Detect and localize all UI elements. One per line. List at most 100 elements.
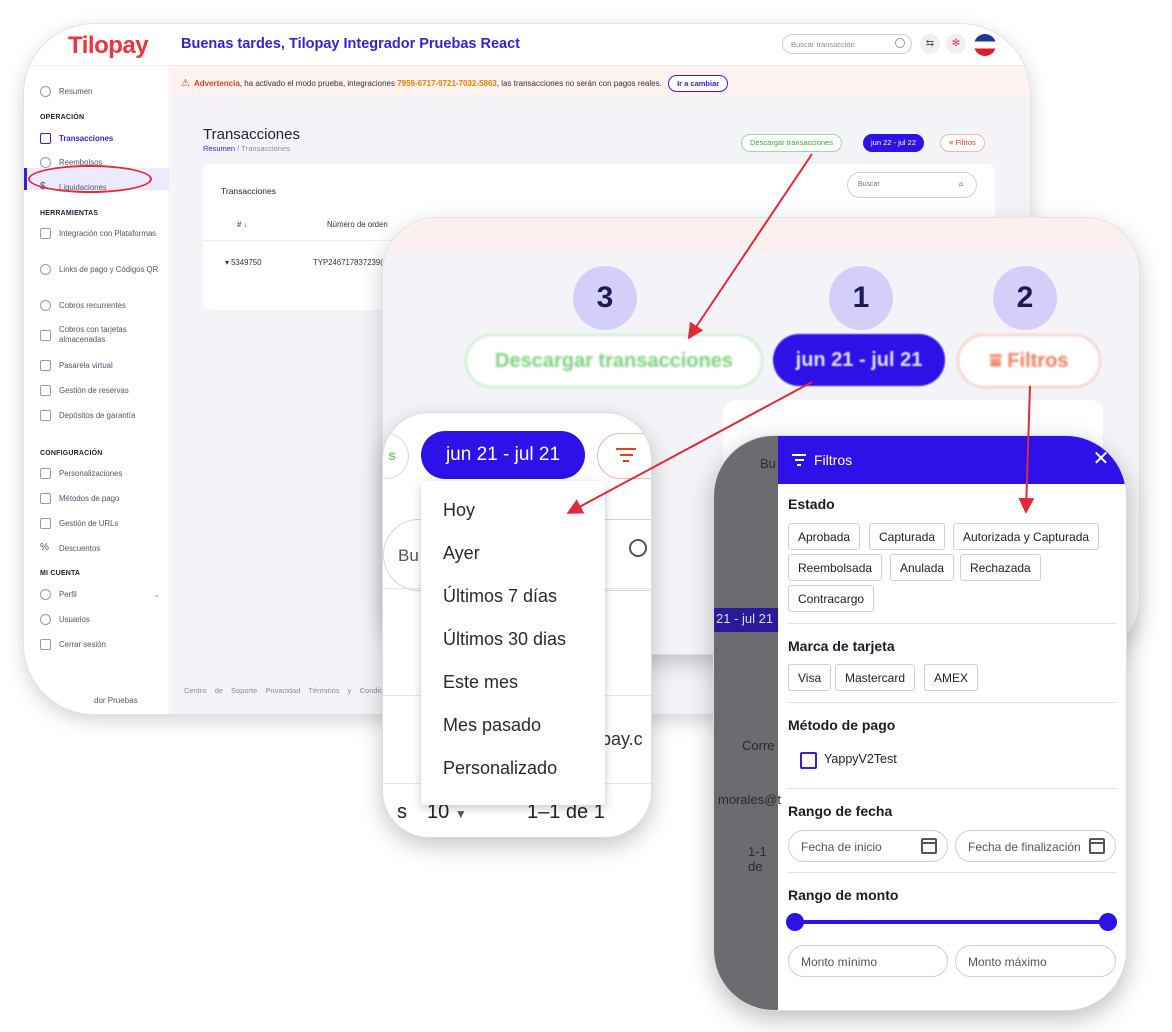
section-operacion: OPERACIÓN	[40, 114, 85, 121]
filter-icon: ⩸	[989, 350, 1008, 372]
filters-button[interactable]	[597, 433, 651, 479]
chip-amex[interactable]: AMEX	[924, 664, 979, 691]
sidebar-item-transacciones[interactable]: Transacciones	[40, 133, 160, 144]
sidebar-item-descuentos[interactable]: %Descuentos	[40, 542, 101, 553]
sidebar-item-personalizaciones[interactable]: Personalizaciones	[40, 468, 160, 479]
start-date-field[interactable]: Fecha de inicio	[788, 830, 948, 862]
sidebar-item-depositos[interactable]: Depósitos de garantía	[40, 410, 160, 421]
link-icon	[40, 264, 51, 275]
caret-down-icon: ▼	[454, 807, 467, 821]
step-badge-1: 1	[829, 266, 893, 330]
transaction-search-input[interactable]: Buscar transacción	[782, 34, 912, 54]
filter-icon	[616, 448, 636, 466]
chip-capturada[interactable]: Capturada	[869, 523, 946, 550]
sidebar: Resumen OPERACIÓN Transacciones Reembols…	[24, 66, 170, 714]
sliders-icon	[40, 468, 51, 479]
user-icon	[40, 589, 51, 600]
logo: Tilopay	[68, 32, 149, 59]
marca-heading: Marca de tarjeta	[788, 638, 895, 654]
slider-max-handle[interactable]	[1099, 913, 1117, 931]
sidebar-item-links-qr[interactable]: Links de pago y Códigos QR	[40, 264, 160, 275]
date-range-dropdown-panel: s jun 21 - jul 21 Bu pay.c s 10 ▼ 1–1 de…	[383, 413, 651, 837]
country-flag-icon[interactable]	[974, 34, 996, 56]
filters-button[interactable]: ⩸ Filtros	[957, 334, 1101, 388]
chip-contracargo[interactable]: Contracargo	[788, 585, 875, 612]
cart-icon	[40, 228, 51, 239]
sidebar-item-perfil[interactable]: Perfil⌄	[40, 589, 160, 600]
metodo-heading: Método de pago	[788, 717, 896, 733]
filter-icon	[792, 454, 806, 469]
chip-visa[interactable]: Visa	[788, 664, 832, 691]
breadcrumb: Resumen / Transacciones	[203, 144, 290, 153]
amount-range-slider[interactable]	[796, 920, 1108, 924]
min-amount-field[interactable]: Monto mínimo	[788, 945, 948, 977]
sparkle-icon[interactable]: ✻	[946, 34, 966, 54]
end-date-field[interactable]: Fecha de finalización	[955, 830, 1116, 862]
slider-min-handle[interactable]	[786, 913, 804, 931]
footer-links[interactable]: Centro de Soporte Privacidad Términos y …	[184, 686, 389, 695]
monitor-icon	[40, 518, 51, 529]
filters-body: Estado Aprobada Capturada Autorizada y C…	[778, 484, 1126, 1010]
sidebar-item-pasarela-virtual[interactable]: Pasarela virtual	[40, 360, 160, 371]
date-range-button[interactable]: jun 21 - jul 21	[773, 334, 945, 386]
date-range-button[interactable]: jun 22 - jul 22	[863, 134, 925, 152]
table-row[interactable]: ▾ 5349750	[225, 258, 262, 267]
download-button-partial[interactable]: s	[383, 433, 409, 479]
sidebar-item-reembolsos[interactable]: Reembolsos	[40, 157, 160, 168]
sidebar-item-metodos-pago[interactable]: Métodos de pago	[40, 493, 160, 504]
list-icon	[40, 133, 51, 144]
date-range-button[interactable]: jun 21 - jul 21	[421, 431, 585, 479]
email-partial: pay.c	[601, 729, 643, 749]
option-ultimos-7[interactable]: Últimos 7 días	[443, 586, 558, 606]
search-icon	[629, 539, 647, 557]
go-change-button[interactable]: Ir a cambiar	[668, 75, 729, 92]
calendar-icon[interactable]	[921, 838, 937, 854]
yappy-checkbox[interactable]	[800, 752, 817, 769]
swap-icon[interactable]: ⇆	[920, 34, 940, 54]
column-header-id[interactable]: # ↓	[237, 220, 248, 229]
warning-icon: ⚠	[181, 78, 190, 89]
chip-anulada[interactable]: Anulada	[890, 554, 955, 581]
download-transactions-button[interactable]: Descargar transacciones	[465, 334, 763, 388]
card-title: Transacciones	[221, 186, 276, 196]
expand-icon[interactable]: ▾	[225, 258, 232, 267]
table-search-input[interactable]: Buscar⌕	[847, 172, 977, 198]
sidebar-item-integracion[interactable]: Integración con Plataformas	[40, 228, 160, 239]
rows-per-page-select[interactable]: 10 ▼	[427, 801, 467, 823]
divider	[788, 702, 1116, 703]
option-personalizado[interactable]: Personalizado	[443, 758, 558, 778]
estado-heading: Estado	[788, 496, 835, 512]
check-doc-icon	[40, 410, 51, 421]
chip-autorizada-capturada[interactable]: Autorizada y Capturada	[953, 523, 1100, 550]
sidebar-item-cobros-recurrentes[interactable]: Cobros recurrentes	[40, 300, 160, 311]
option-hoy[interactable]: Hoy	[443, 500, 476, 520]
option-ultimos-30[interactable]: Últimos 30 dias	[443, 629, 567, 649]
sidebar-item-resumen[interactable]: Resumen	[40, 86, 160, 97]
sidebar-item-reservas[interactable]: Gestión de reservas	[40, 385, 160, 396]
option-ayer[interactable]: Ayer	[443, 543, 480, 563]
fecha-heading: Rango de fecha	[788, 803, 893, 819]
breadcrumb-root[interactable]: Resumen	[203, 144, 236, 153]
option-este-mes[interactable]: Este mes	[443, 672, 519, 692]
max-amount-field[interactable]: Monto máximo	[955, 945, 1116, 977]
download-transactions-button[interactable]: Descargar transacciones	[741, 134, 842, 152]
filters-header: Filtros ✕	[778, 436, 1126, 484]
chip-aprobada[interactable]: Aprobada	[788, 523, 861, 550]
sidebar-item-tarjetas-almacenadas[interactable]: Cobros con tarjetas almacenadas	[40, 325, 160, 345]
sidebar-item-cerrar-sesion[interactable]: Cerrar sesión	[40, 639, 160, 650]
option-mes-pasado[interactable]: Mes pasado	[443, 715, 542, 735]
calendar-icon[interactable]	[1089, 838, 1105, 854]
chip-rechazada[interactable]: Rechazada	[960, 554, 1041, 581]
section-herramientas: HERRAMIENTAS	[40, 210, 99, 217]
section-configuracion: CONFIGURACIÓN	[40, 450, 103, 457]
column-header-order[interactable]: Número de orden	[327, 220, 388, 229]
chip-reembolsada[interactable]: Reembolsada	[788, 554, 883, 581]
filters-button[interactable]: ≡ Filtros	[940, 134, 985, 152]
close-icon[interactable]: ✕	[1092, 448, 1110, 470]
sidebar-item-usuarios[interactable]: Usuarios	[40, 614, 160, 625]
logout-icon	[40, 639, 51, 650]
top-bar: Tilopay Buenas tardes, Tilopay Integrado…	[24, 24, 1030, 66]
sidebar-item-urls[interactable]: Gestión de URLs	[40, 518, 160, 529]
chip-mastercard[interactable]: Mastercard	[835, 664, 916, 691]
divider	[788, 623, 1116, 624]
